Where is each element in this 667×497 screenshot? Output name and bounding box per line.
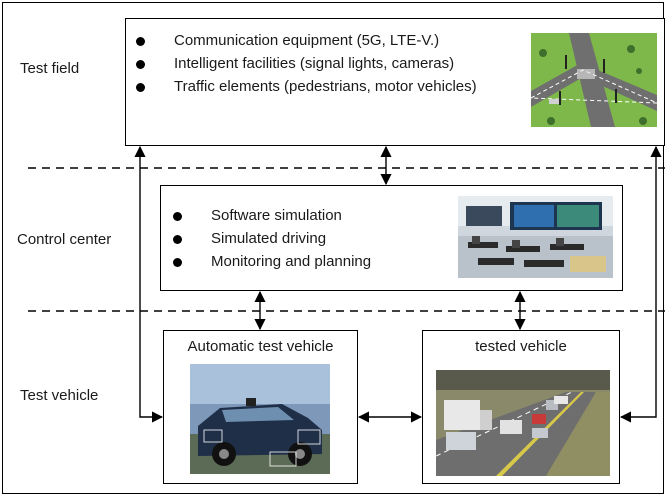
list-item: Intelligent facilities (signal lights, c… <box>136 52 526 75</box>
test-field-box: Communication equipment (5G, LTE-V.) Int… <box>125 18 665 146</box>
tested-vehicle-box: tested vehicle <box>422 330 620 484</box>
bullet-icon <box>136 37 145 46</box>
automatic-vehicle-title: Automatic test vehicle <box>187 338 334 355</box>
bullet-icon <box>136 83 145 92</box>
row-label-test-field: Test field <box>20 60 80 77</box>
list-item: Traffic elements (pedestrians, motor veh… <box>136 75 526 98</box>
list-item: Simulated driving <box>173 227 453 250</box>
bullet-icon <box>173 235 182 244</box>
test-field-list: Communication equipment (5G, LTE-V.) Int… <box>136 29 526 98</box>
control-center-box: Software simulation Simulated driving Mo… <box>160 185 623 291</box>
list-item: Communication equipment (5G, LTE-V.) <box>136 29 526 52</box>
list-item: Software simulation <box>173 204 453 227</box>
control-center-list: Software simulation Simulated driving Mo… <box>173 204 453 273</box>
bullet-icon <box>173 258 182 267</box>
highway-simulation-image <box>436 370 610 476</box>
automatic-vehicle-box: Automatic test vehicle <box>163 330 358 484</box>
sensor-car-photo <box>190 364 330 474</box>
list-item: Monitoring and planning <box>173 250 453 273</box>
control-room-photo <box>458 196 613 278</box>
bullet-icon <box>173 212 182 221</box>
row-label-test-vehicle: Test vehicle <box>20 387 99 404</box>
row-label-control-center: Control center <box>17 231 112 248</box>
tested-vehicle-title: tested vehicle <box>475 338 567 355</box>
bullet-icon <box>136 60 145 69</box>
intersection-illustration <box>531 33 657 127</box>
